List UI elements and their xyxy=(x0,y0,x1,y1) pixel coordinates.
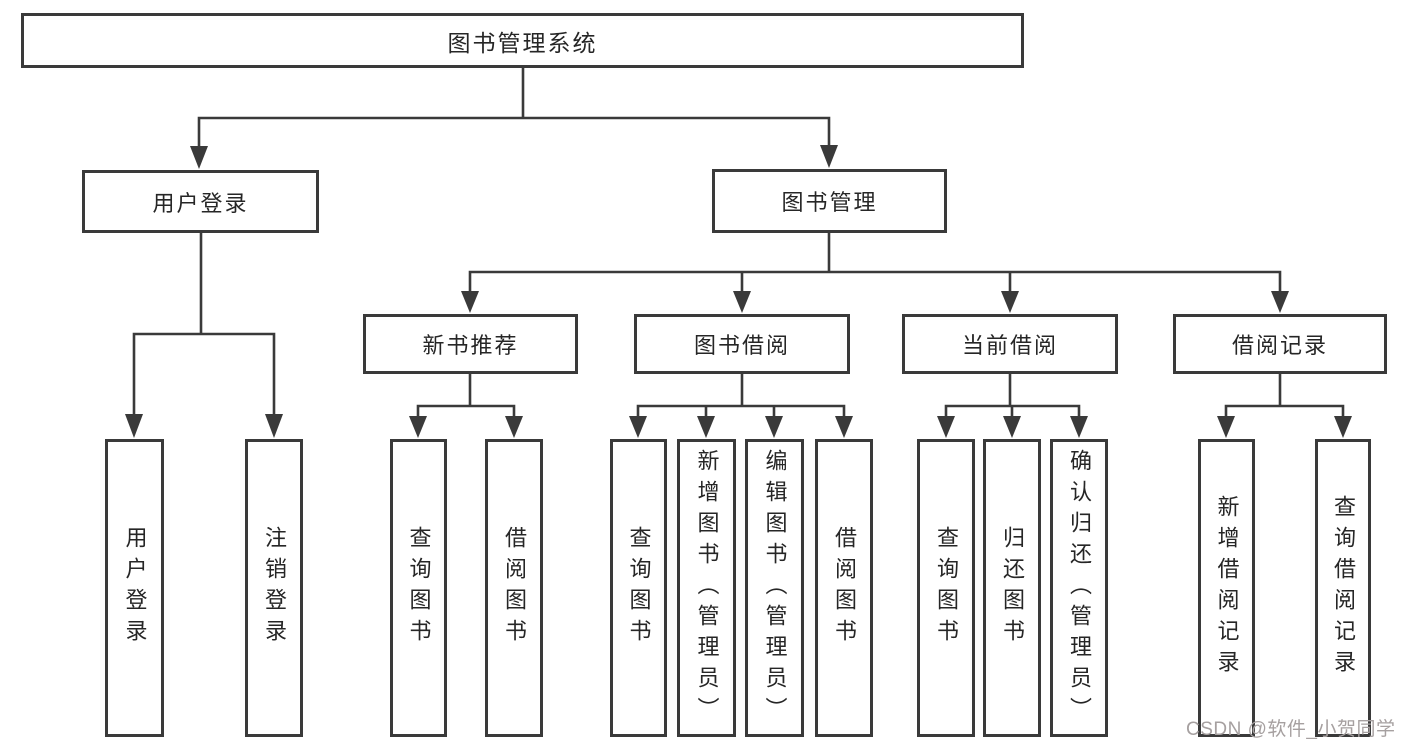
leaf-query-borrow-record: 查询借阅记录 xyxy=(1315,439,1371,737)
node-book-management: 图书管理 xyxy=(712,169,947,233)
leaf-add-borrow-record: 新增借阅记录 xyxy=(1198,439,1255,737)
leaf-query-borrow-record-label: 查询借阅记录 xyxy=(1331,495,1356,681)
leaf-add-books-admin: 新增图书（管理员） xyxy=(677,439,736,737)
leaf-borrow-query-books-label: 查询图书 xyxy=(626,526,652,650)
leaf-recommend-query-books-label: 查询图书 xyxy=(406,526,432,650)
leaf-borrow-query-books: 查询图书 xyxy=(610,439,667,737)
leaf-recommend-borrow-books-label: 借阅图书 xyxy=(502,526,527,650)
leaf-recommend-borrow-books: 借阅图书 xyxy=(485,439,543,737)
leaf-borrow-books: 借阅图书 xyxy=(815,439,873,737)
node-book-borrow: 图书借阅 xyxy=(634,314,850,374)
leaf-current-query-books: 查询图书 xyxy=(917,439,975,737)
leaf-logout-label: 注销登录 xyxy=(262,526,287,650)
leaf-add-borrow-record-label: 新增借阅记录 xyxy=(1214,495,1240,681)
node-user-login: 用户登录 xyxy=(82,170,319,233)
leaf-edit-books-admin: 编辑图书（管理员） xyxy=(745,439,804,737)
csdn-watermark: CSDN @软件_小贺同学 xyxy=(1186,719,1396,740)
leaf-confirm-return-admin: 确认归还（管理员） xyxy=(1050,439,1108,737)
leaf-logout: 注销登录 xyxy=(245,439,303,737)
node-borrow-records: 借阅记录 xyxy=(1173,314,1387,374)
leaf-user-login: 用户登录 xyxy=(105,439,164,737)
leaf-add-books-admin-label: 新增图书（管理员） xyxy=(694,448,720,728)
leaf-return-books-label: 归还图书 xyxy=(1000,526,1025,650)
node-current-borrow: 当前借阅 xyxy=(902,314,1118,374)
node-library-management-system: 图书管理系统 xyxy=(21,13,1024,68)
node-new-book-recommend: 新书推荐 xyxy=(363,314,578,374)
leaf-user-login-label: 用户登录 xyxy=(122,526,148,650)
leaf-return-books: 归还图书 xyxy=(983,439,1041,737)
leaf-current-query-books-label: 查询图书 xyxy=(934,526,959,650)
leaf-edit-books-admin-label: 编辑图书（管理员） xyxy=(762,448,788,728)
leaf-confirm-return-admin-label: 确认归还（管理员） xyxy=(1067,448,1092,728)
leaf-recommend-query-books: 查询图书 xyxy=(390,439,447,737)
leaf-borrow-books-label: 借阅图书 xyxy=(832,526,857,650)
